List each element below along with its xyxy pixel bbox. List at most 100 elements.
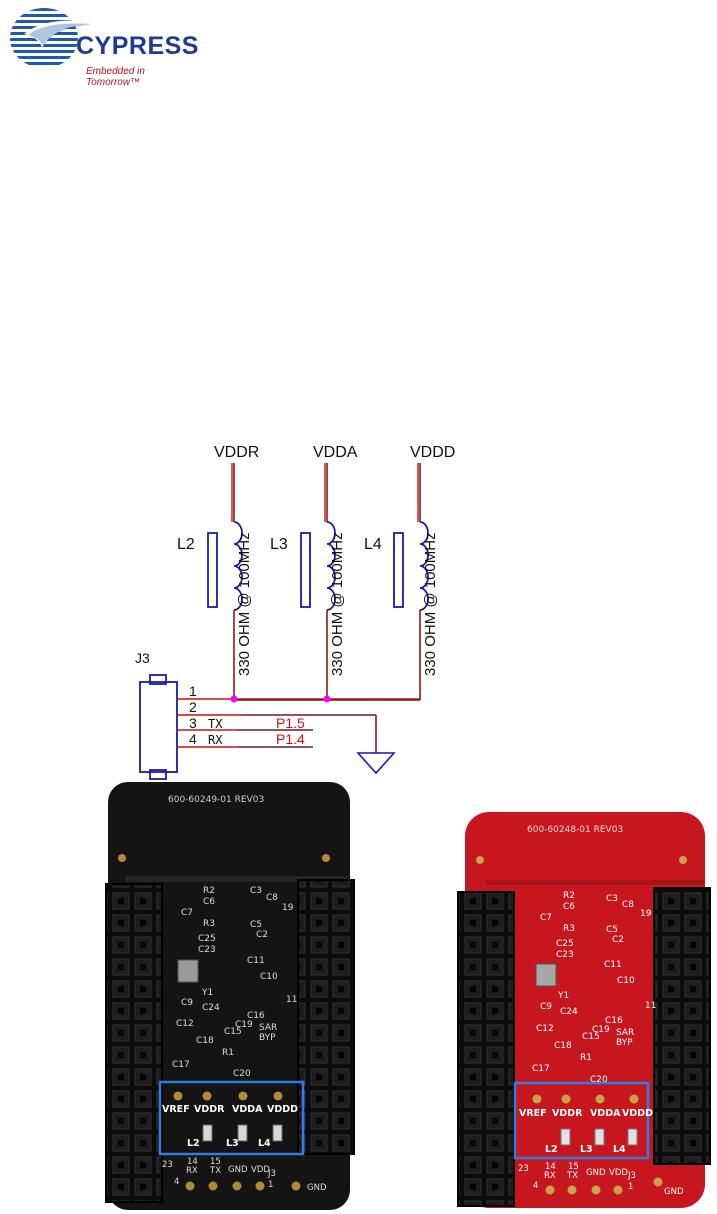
silk-label: C8 bbox=[266, 893, 278, 903]
silk-label: C2 bbox=[612, 935, 624, 945]
silk-label: R1 bbox=[222, 1048, 234, 1058]
silk-label: C18 bbox=[554, 1041, 572, 1051]
silk-label: C3 bbox=[250, 886, 262, 896]
bottom-label: GND bbox=[307, 1183, 327, 1193]
pin-signal-tx: TX bbox=[208, 717, 223, 731]
board-photos: 600-60249-01 REV03 R2 C6 C7 R3 C25 C23 C… bbox=[105, 782, 711, 1210]
silk-label: R2 bbox=[563, 891, 575, 901]
inductor-label-l3: L3 bbox=[226, 1138, 239, 1149]
board-part-number: 600-60248-01 REV03 bbox=[527, 825, 623, 835]
silk-label: C23 bbox=[198, 945, 216, 955]
power-label-vddd: VDDD bbox=[267, 1104, 298, 1115]
bottom-label: 4 bbox=[174, 1177, 179, 1187]
power-label-vdda: VDDA bbox=[590, 1108, 621, 1119]
silk-label: C7 bbox=[540, 913, 552, 923]
silk-label: C11 bbox=[604, 960, 622, 970]
bottom-label: RX bbox=[544, 1171, 556, 1181]
silk-label: BYP bbox=[616, 1038, 633, 1048]
power-label-vref: VREF bbox=[162, 1104, 190, 1115]
silk-label: C6 bbox=[563, 902, 575, 912]
bottom-label: 1 bbox=[628, 1182, 633, 1192]
cypress-logo: CYPRESS Embedded in Tomorrow™ bbox=[0, 0, 200, 90]
silk-label: C11 bbox=[247, 956, 265, 966]
junction-dot bbox=[230, 695, 238, 703]
silk-label: C7 bbox=[181, 908, 193, 918]
silk-label: C6 bbox=[203, 897, 215, 907]
silk-label: Y1 bbox=[557, 991, 569, 1001]
silk-label: C25 bbox=[556, 939, 574, 949]
silk-label: R2 bbox=[203, 886, 215, 896]
silk-label: C12 bbox=[536, 1024, 554, 1034]
silk-label: C20 bbox=[590, 1075, 608, 1085]
bottom-label: VDD bbox=[609, 1168, 628, 1178]
bottom-label: 15 bbox=[210, 1157, 221, 1167]
silk-label: C23 bbox=[556, 950, 574, 960]
power-schematic: VDDR VDDA VDDD L2 L3 L4 330 OHM @ 100MHz… bbox=[135, 444, 455, 780]
silk-label: C12 bbox=[176, 1019, 194, 1029]
bottom-label: TX bbox=[566, 1171, 578, 1181]
silk-label: R1 bbox=[580, 1053, 592, 1063]
pin-number-3: 3 bbox=[189, 715, 197, 731]
pin-signal-rx: RX bbox=[208, 733, 223, 747]
rail-label-vdda: VDDA bbox=[313, 444, 358, 461]
inductor-value-l4: 330 OHM @ 100MHz bbox=[422, 532, 439, 676]
silk-label: C25 bbox=[198, 934, 216, 944]
silk-label: C17 bbox=[532, 1064, 550, 1074]
inductor-label-l2: L2 bbox=[187, 1138, 200, 1149]
silk-label: 11 bbox=[286, 995, 297, 1005]
silk-label: 19 bbox=[282, 903, 294, 913]
bottom-label: 1 bbox=[268, 1180, 273, 1190]
rail-label-vddr: VDDR bbox=[214, 444, 259, 461]
silk-label: BYP bbox=[259, 1033, 276, 1043]
pin-number-1: 1 bbox=[189, 683, 197, 699]
inductor-label-l4: L4 bbox=[258, 1138, 271, 1149]
bottom-label: J3 bbox=[267, 1169, 276, 1179]
inductor-label-l2: L2 bbox=[545, 1144, 558, 1155]
silk-label: C5 bbox=[250, 920, 262, 930]
inductor-label-l4: L4 bbox=[613, 1144, 626, 1155]
silk-label: SAR bbox=[616, 1028, 634, 1038]
bottom-label: RX bbox=[186, 1166, 198, 1176]
silk-label: C16 bbox=[247, 1011, 265, 1021]
net-label-p1-5: P1.5 bbox=[276, 715, 305, 731]
silk-label: C18 bbox=[196, 1036, 214, 1046]
bottom-label: 23 bbox=[162, 1160, 173, 1170]
pin-number-4: 4 bbox=[189, 731, 197, 747]
silk-label: C10 bbox=[617, 976, 635, 986]
silk-label: Y1 bbox=[201, 988, 213, 998]
power-label-vref: VREF bbox=[519, 1108, 547, 1119]
silk-label: 19 bbox=[640, 909, 652, 919]
silk-label: R3 bbox=[203, 919, 215, 929]
inductor-label-l3: L3 bbox=[580, 1144, 593, 1155]
silk-label: 11 bbox=[645, 1001, 656, 1011]
board-red: 600-60248-01 REV03 R2 C6 C7 R3 C25 C23 C… bbox=[457, 812, 711, 1208]
power-highlight-box bbox=[513, 1081, 650, 1160]
silk-label: C9 bbox=[181, 998, 193, 1008]
brand-tagline: Embedded in Tomorrow™ bbox=[86, 66, 145, 88]
bottom-label: TX bbox=[209, 1166, 221, 1176]
bottom-label: 4 bbox=[533, 1181, 538, 1191]
inductor-ref-l3: L3 bbox=[270, 536, 288, 553]
silk-label: C10 bbox=[260, 972, 278, 982]
silk-label: C15 bbox=[224, 1027, 242, 1037]
inductor-value-l2: 330 OHM @ 100MHz bbox=[236, 532, 253, 676]
inductor-ref-l4: L4 bbox=[364, 536, 382, 553]
bottom-label: 23 bbox=[518, 1164, 529, 1174]
ground-icon bbox=[356, 752, 396, 775]
bottom-label: GND bbox=[228, 1165, 248, 1175]
bottom-label: GND bbox=[664, 1187, 684, 1197]
inductor-value-l3: 330 OHM @ 100MHz bbox=[329, 532, 346, 676]
silk-label: C15 bbox=[582, 1032, 600, 1042]
silk-label: C19 bbox=[592, 1025, 610, 1035]
bottom-label: 14 bbox=[187, 1157, 198, 1167]
silk-label: C9 bbox=[540, 1002, 552, 1012]
bottom-label: J3 bbox=[627, 1171, 636, 1181]
silk-label: C19 bbox=[235, 1020, 253, 1030]
brand-wordmark: CYPRESS bbox=[76, 32, 199, 60]
bottom-label: 15 bbox=[568, 1162, 579, 1172]
silk-label: C8 bbox=[622, 900, 634, 910]
silk-label: C5 bbox=[606, 925, 618, 935]
power-highlight-box bbox=[158, 1080, 305, 1156]
power-label-vddd: VDDD bbox=[622, 1108, 653, 1119]
bottom-label: GND bbox=[586, 1168, 606, 1178]
